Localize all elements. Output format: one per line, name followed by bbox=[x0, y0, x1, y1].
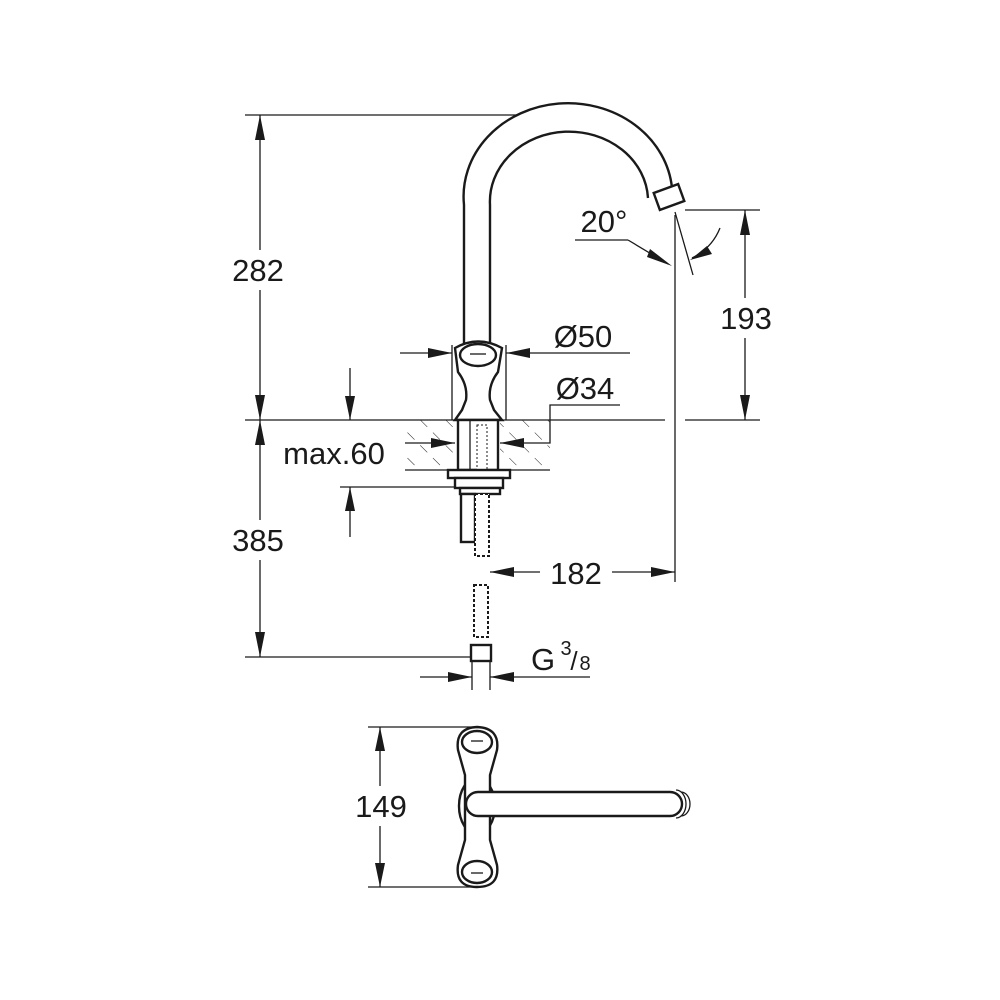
dimension-hole-diameter: Ø34 bbox=[405, 371, 620, 448]
extension-lines bbox=[245, 114, 760, 658]
dim-label-max-60: max.60 bbox=[283, 436, 385, 471]
dim-label-193: 193 bbox=[720, 301, 772, 336]
faucet-spout bbox=[462, 102, 686, 345]
dim-label-149: 149 bbox=[355, 789, 407, 824]
dimension-connection-thread: G 3 / 8 bbox=[420, 638, 591, 682]
dimension-spout-angle: 20° bbox=[575, 204, 721, 276]
supply-hoses bbox=[459, 492, 493, 690]
dimension-body-diameter: Ø50 bbox=[400, 319, 630, 420]
dim-label-182: 182 bbox=[550, 556, 602, 591]
dim-label-282: 282 bbox=[232, 253, 284, 288]
faucet-top-view: 149 bbox=[345, 725, 691, 889]
dimension-spout-reach: 182 bbox=[490, 556, 675, 591]
dim-label-thread-num: 3 bbox=[560, 638, 571, 660]
dim-label-angle: 20° bbox=[581, 204, 628, 239]
dimension-max-thickness: max.60 bbox=[283, 368, 455, 537]
countertop-section bbox=[405, 418, 550, 496]
thread-slash: / bbox=[570, 646, 578, 676]
dim-label-thread-den: 8 bbox=[579, 653, 590, 675]
dim-label-385: 385 bbox=[232, 523, 284, 558]
dim-label-diameter-34: Ø34 bbox=[556, 371, 615, 406]
dimension-below-counter: 385 bbox=[225, 420, 295, 657]
dimension-spout-height: 193 bbox=[712, 210, 782, 420]
dim-label-diameter-50: Ø50 bbox=[554, 319, 613, 354]
dimension-total-height: 282 bbox=[225, 115, 295, 420]
faucet-body bbox=[452, 340, 505, 422]
dim-label-thread-g: G bbox=[531, 642, 555, 677]
